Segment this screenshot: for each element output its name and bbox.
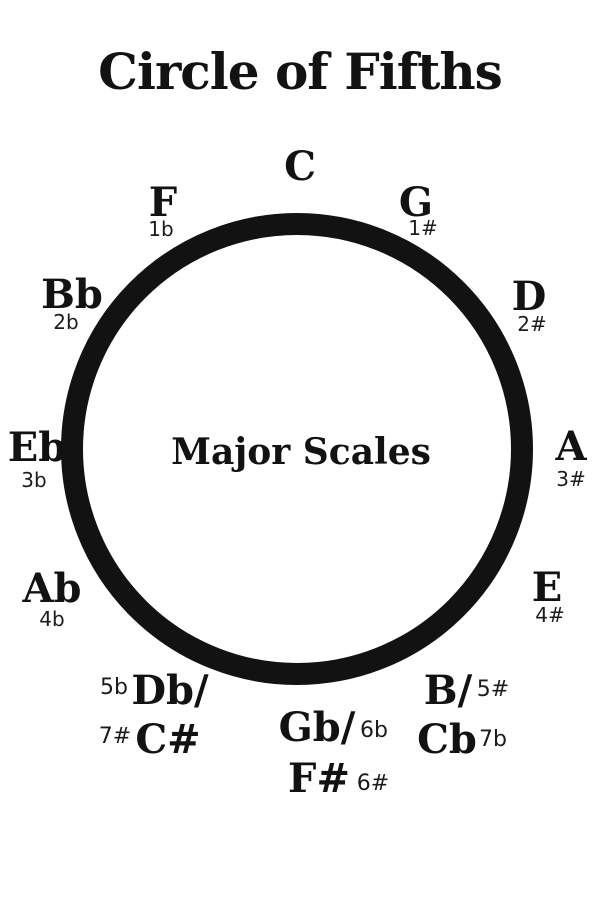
page-title: Circle of Fifths: [98, 42, 503, 101]
note-accidentals-bb: 2b: [53, 310, 79, 334]
note-label-gb: Gb/: [278, 704, 356, 751]
note-accidentals-d: 2#: [517, 312, 547, 336]
note-label-ab: Ab: [22, 565, 82, 612]
note-label-eb: Eb: [7, 424, 67, 471]
note-label-bb: Bb: [41, 271, 103, 318]
note-accidentals-eb: 3b: [21, 468, 47, 492]
note-label-g: G: [398, 179, 434, 226]
note-accidentals-cb: 7b: [479, 727, 507, 752]
note-label-db: Db/: [131, 667, 209, 714]
circle-ring: [61, 213, 533, 685]
note-accidentals-f-sharp: 6#: [356, 771, 390, 796]
note-accidentals-b: 5#: [476, 677, 510, 702]
center-label: Major Scales: [171, 431, 431, 473]
note-label-f: F: [148, 179, 178, 226]
note-label-e: E: [531, 564, 563, 611]
note-label-c: C: [284, 143, 316, 190]
note-accidentals-c-sharp: 7#: [98, 724, 132, 749]
note-label-a: A: [555, 423, 587, 470]
note-label-c-sharp: C#: [135, 716, 201, 763]
note-accidentals-db: 5b: [100, 675, 128, 700]
note-accidentals-f: 1b: [148, 217, 174, 241]
note-accidentals-a: 3#: [556, 467, 586, 491]
note-label-cb: Cb: [417, 716, 477, 763]
note-accidentals-g: 1#: [408, 216, 438, 240]
note-label-f-sharp: F#: [288, 755, 350, 802]
note-label-d: D: [511, 273, 547, 320]
note-accidentals-gb: 6b: [360, 718, 388, 743]
note-accidentals-ab: 4b: [39, 607, 65, 631]
note-accidentals-e: 4#: [535, 603, 565, 627]
note-label-b: B/: [423, 667, 473, 714]
